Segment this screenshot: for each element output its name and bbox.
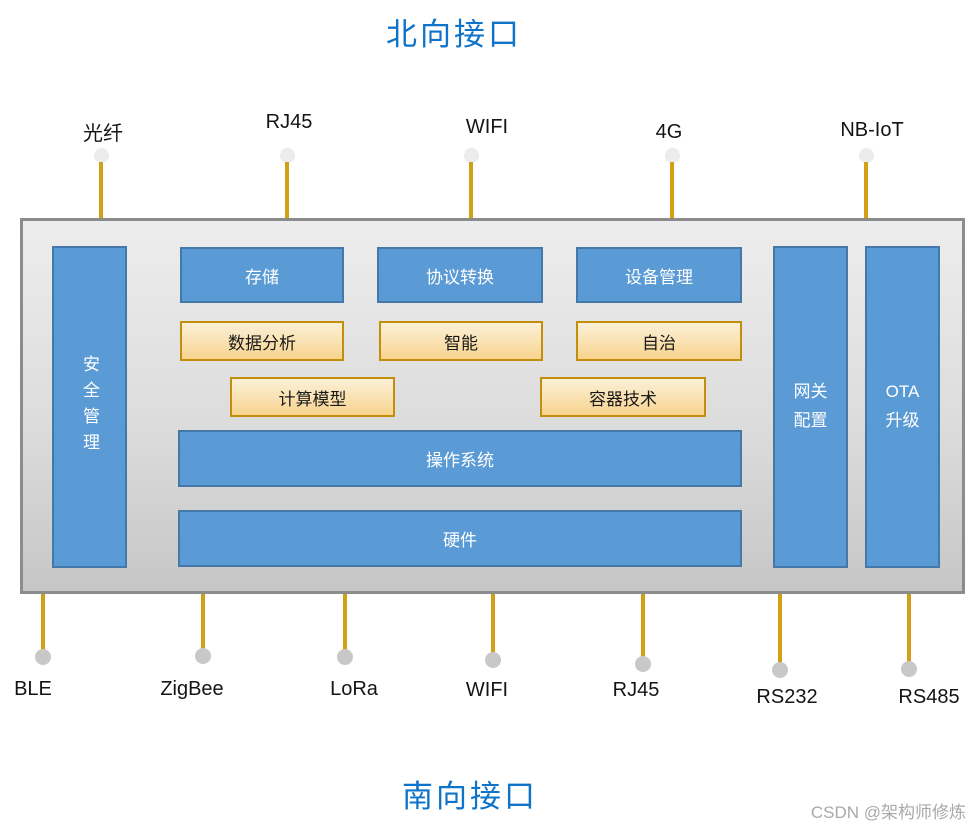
connector-line xyxy=(670,162,674,218)
connector-dot xyxy=(280,148,295,163)
box-hardware: 硬件 xyxy=(178,510,742,567)
connector-line xyxy=(41,594,45,650)
connector-line xyxy=(201,594,205,649)
connector-line xyxy=(343,594,347,650)
north-interface-title: 北向接口 xyxy=(386,17,522,52)
port-label: BLE xyxy=(14,678,52,700)
connector-dot xyxy=(337,649,353,665)
connector-line xyxy=(469,162,473,218)
connector-dot xyxy=(859,148,874,163)
connector-line xyxy=(491,594,495,653)
port-label: RS485 xyxy=(898,686,960,708)
connector-line xyxy=(641,594,645,657)
box-gateway-config: 网关 配置 xyxy=(773,246,848,568)
connector-dot xyxy=(35,649,51,665)
connector-dot xyxy=(772,662,788,678)
connector-dot xyxy=(94,148,109,163)
csdn-watermark: CSDN @架构师修炼 xyxy=(810,803,966,822)
port-label: RJ45 xyxy=(265,111,313,133)
connector-dot xyxy=(635,656,651,672)
box-protocol-conversion: 协议转换 xyxy=(377,247,543,303)
south-interface-title: 南向接口 xyxy=(402,779,538,814)
box-computing-model: 计算模型 xyxy=(230,377,395,417)
connector-dot xyxy=(195,648,211,664)
box-autonomy: 自治 xyxy=(576,321,742,361)
connector-line xyxy=(778,594,782,663)
box-data-analysis: 数据分析 xyxy=(180,321,344,361)
port-label: LoRa xyxy=(330,678,378,700)
connector-line xyxy=(99,162,103,218)
box-os: 操作系统 xyxy=(178,430,742,487)
port-label: RJ45 xyxy=(612,679,660,701)
connector-line xyxy=(285,162,289,218)
port-label: 光纤 xyxy=(83,123,123,145)
connector-line xyxy=(907,594,911,662)
connector-dot xyxy=(485,652,501,668)
box-security-management: 安全管理 xyxy=(52,246,127,568)
connector-dot xyxy=(901,661,917,677)
box-container-tech: 容器技术 xyxy=(540,377,706,417)
connector-dot xyxy=(464,148,479,163)
connector-dot xyxy=(665,148,680,163)
box-storage: 存储 xyxy=(180,247,344,303)
port-label: WIFI xyxy=(465,679,509,701)
port-label: 4G xyxy=(655,121,683,143)
box-intelligence: 智能 xyxy=(379,321,543,361)
box-ota-upgrade: OTA 升级 xyxy=(865,246,940,568)
port-label: ZigBee xyxy=(160,678,224,700)
connector-line xyxy=(864,162,868,218)
box-device-management: 设备管理 xyxy=(576,247,742,303)
port-label: WIFI xyxy=(465,116,509,138)
port-label: RS232 xyxy=(756,686,818,708)
port-label: NB-IoT xyxy=(840,119,904,141)
